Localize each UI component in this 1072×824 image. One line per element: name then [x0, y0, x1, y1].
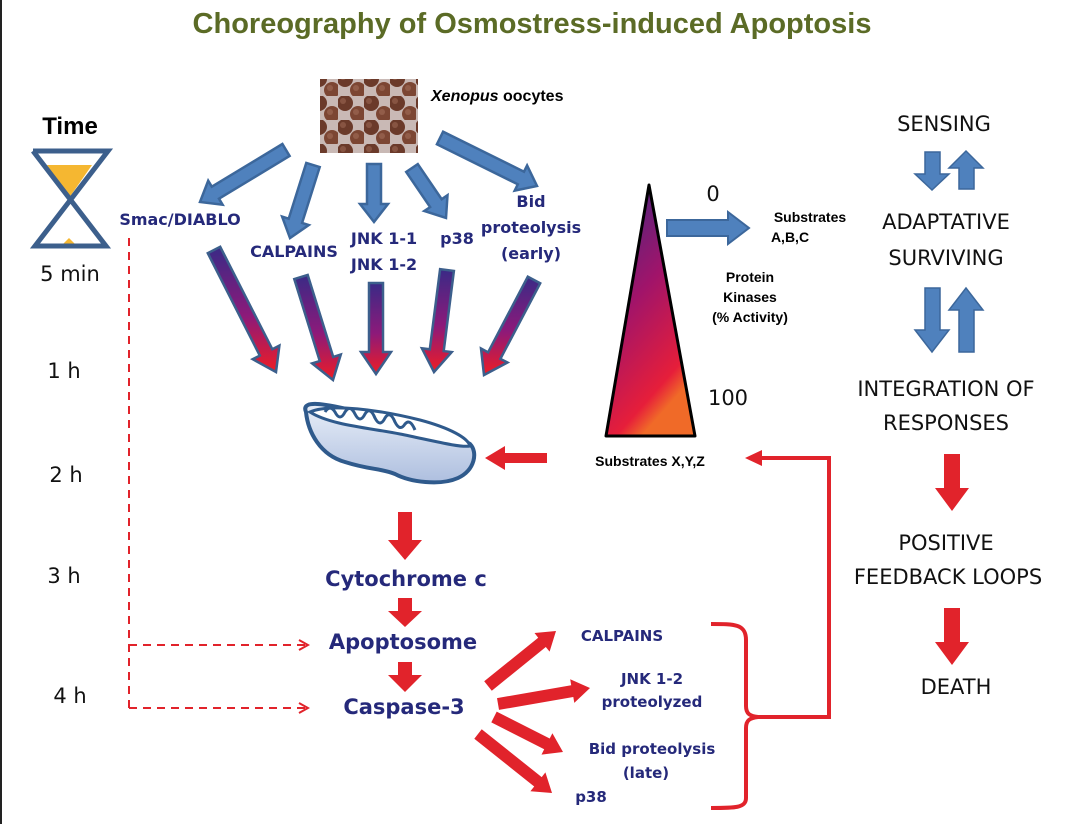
mitochondrion-icon	[303, 401, 477, 485]
cascade-apoptosome: Apoptosome	[329, 630, 477, 654]
early-target-p38: p38	[440, 229, 474, 248]
time-heading: Time	[42, 113, 98, 140]
oocytes-label: Xenopus oocytes	[430, 88, 564, 105]
early-target-jnk-line2: JNK 1-2	[350, 255, 417, 274]
kinase-scale-bottom-value: 100	[708, 386, 748, 410]
arrow-mitochondrion-to-cytochrome	[388, 512, 422, 560]
stage-positive: POSITIVE	[898, 531, 993, 555]
blue-arrow-to-bid	[435, 130, 539, 193]
stage-surviving: SURVIVING	[888, 246, 1003, 270]
blue-arrow-to-calpains	[280, 161, 322, 240]
stage-sensing: SENSING	[897, 112, 991, 136]
kinase-label-line2: Kinases	[723, 289, 777, 305]
red-arrow-caspase-to-bid	[491, 711, 563, 755]
late-target-jnk-line1: JNK 1-2	[620, 670, 683, 688]
gradient-arrow-jnk-to-mitochondrion	[358, 281, 394, 377]
stage-integration: INTEGRATION OF	[857, 377, 1034, 401]
forward-arrow-icon	[935, 454, 969, 511]
time-mark-5min: 5 min	[40, 262, 100, 286]
diagram-title: Choreography of Osmostress-induced Apopt…	[193, 8, 872, 40]
late-target-p38: p38	[575, 788, 607, 806]
late-target-jnk-line2: proteolyzed	[602, 693, 703, 711]
red-arrow-caspase-to-jnk	[497, 679, 590, 710]
substrates-abc-line1: Substrates	[774, 209, 847, 225]
oocytes-image	[320, 79, 418, 153]
gradient-arrows-to-mitochondrion	[206, 245, 542, 383]
oocytes-label-genus: Xenopus	[430, 88, 499, 105]
cascade-caspase-3: Caspase-3	[343, 695, 464, 719]
kinase-activity-triangle	[604, 183, 697, 438]
early-target-bid-line1: Bid	[516, 192, 545, 211]
stage-death: DEATH	[921, 675, 992, 699]
oocytes-label-rest: oocytes	[499, 88, 564, 105]
bidirectional-arrows-icon	[913, 286, 985, 354]
time-mark-1h: 1 h	[47, 359, 80, 383]
time-mark-3h: 3 h	[47, 564, 80, 588]
late-target-calpains: CALPAINS	[581, 627, 663, 645]
arrow-cytochrome-to-apoptosome	[388, 598, 422, 627]
arrow-apoptosome-to-caspase	[388, 662, 422, 692]
early-target-bid-line2: proteolysis	[481, 218, 581, 237]
late-targets: CALPAINS JNK 1-2 proteolyzed Bid proteol…	[575, 627, 715, 806]
stage-feedback-loops: FEEDBACK LOOPS	[854, 565, 1042, 589]
red-arrow-caspase-to-calpains	[484, 631, 556, 691]
feedback-loop-brace	[710, 450, 831, 810]
forward-arrow-icon	[935, 608, 969, 665]
gradient-arrow-calpains-to-mitochondrion	[292, 273, 343, 383]
gradient-arrow-bid-to-mitochondrion	[479, 275, 542, 377]
early-targets: Smac/DIABLO CALPAINS JNK 1-1 JNK 1-2 p38…	[119, 192, 581, 274]
early-target-smac: Smac/DIABLO	[119, 210, 240, 229]
time-mark-2h: 2 h	[49, 463, 82, 487]
hourglass-icon	[29, 148, 114, 249]
stage-responses: RESPONSES	[883, 411, 1009, 435]
early-target-bid-line3: (early)	[501, 244, 561, 263]
time-mark-4h: 4 h	[53, 684, 86, 708]
late-target-bid-line2: (late)	[623, 764, 669, 782]
bidirectional-arrows-icon	[913, 149, 985, 192]
cascade-cytochrome-c: Cytochrome c	[325, 567, 487, 591]
cell-fate-stages: SENSING ADAPTATIVE SURVIVING INTEGRATION…	[854, 112, 1042, 699]
early-target-jnk-line1: JNK 1-1	[350, 229, 417, 248]
blue-arrows-from-oocytes	[198, 130, 539, 240]
kinase-label-line1: Protein	[726, 269, 774, 285]
late-target-bid-line1: Bid proteolysis	[589, 740, 716, 758]
gradient-arrow-p38-to-mitochondrion	[419, 267, 456, 375]
gradient-arrow-smac-to-mitochondrion	[206, 245, 281, 374]
timeline: Time 5 min 1 h 2 h 3 h 4 h	[29, 113, 114, 708]
kinase-scale-top-value: 0	[706, 182, 719, 206]
blue-arrow-to-jnk	[357, 162, 391, 225]
kinase-label-line3: (% Activity)	[712, 309, 788, 325]
smac-dashed-path	[128, 238, 308, 708]
stage-adaptative: ADAPTATIVE	[882, 210, 1010, 234]
substrates-xyz: Substrates X,Y,Z	[595, 453, 705, 469]
red-arrow-caspase-to-p38	[474, 729, 552, 793]
arrow-to-substrates-abc	[666, 209, 751, 247]
early-target-calpains: CALPAINS	[250, 242, 338, 261]
caspase-output-arrows	[474, 631, 590, 793]
blue-arrow-to-smac	[198, 142, 292, 207]
substrates-abc-line2: A,B,C	[771, 229, 809, 245]
arrow-substrates-to-mitochondrion	[485, 446, 547, 470]
blue-arrow-to-p38	[404, 162, 449, 220]
